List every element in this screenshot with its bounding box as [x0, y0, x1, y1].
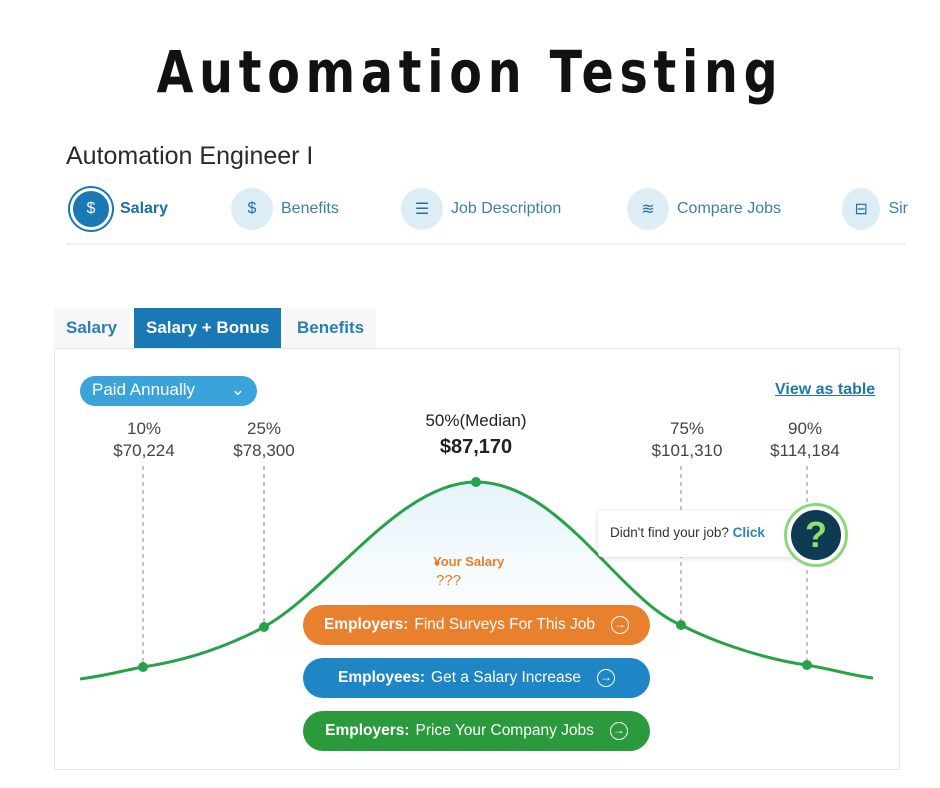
percentile-25: 25%$78,300 — [233, 419, 295, 460]
nav-label: Sir — [888, 200, 908, 217]
find-surveys-button[interactable]: Employers:Find Surveys For This Job→ — [303, 605, 650, 645]
click-link[interactable]: Click — [732, 525, 765, 540]
chevron-down-icon: ⌄ — [230, 380, 245, 399]
find-job-callout: Didn't find your job? Click — [598, 511, 798, 557]
percentile-50: 50%(Median)$87,170 — [425, 411, 527, 458]
nav-label: Job Description — [451, 200, 562, 217]
page-title: Automation Engineer I — [66, 142, 314, 170]
help-question-icon[interactable]: ? — [787, 506, 845, 564]
nav-label: Salary — [120, 200, 169, 217]
callout-text: Didn't find your job? — [610, 525, 729, 540]
tab-salary[interactable]: Salary — [54, 308, 130, 348]
layers-icon: ≋ — [627, 188, 669, 230]
your-salary-label: Your Salary — [433, 554, 505, 569]
banner-title: Automation Testing — [156, 38, 784, 106]
nav-salary[interactable]: $ Salary — [70, 188, 168, 230]
pay-period-value: Paid Annually — [92, 380, 196, 399]
nav-label: Benefits — [281, 200, 339, 217]
p10-point — [138, 662, 148, 672]
dollar-circle-icon: $ — [70, 188, 112, 230]
view-as-table-link[interactable]: View as table — [775, 381, 876, 398]
pay-period-select[interactable]: Paid Annually ⌄ — [80, 376, 257, 406]
percentile-10: 10%$70,224 — [113, 419, 175, 460]
divider — [66, 243, 906, 245]
tab-salary-bonus[interactable]: Salary + Bonus — [134, 308, 282, 348]
tab-benefits[interactable]: Benefits — [285, 308, 377, 348]
price-jobs-button[interactable]: Employers:Price Your Company Jobs→ — [303, 711, 650, 751]
percentile-90: 90%$114,184 — [770, 419, 840, 460]
document-icon: ☰ — [401, 188, 443, 230]
your-salary-value: ??? — [436, 572, 462, 589]
p50-point — [471, 477, 481, 487]
salary-increase-button[interactable]: Employees:Get a Salary Increase→ — [303, 658, 650, 698]
arrow-right-icon: → — [596, 669, 615, 687]
arrow-right-icon: → — [609, 722, 628, 740]
arrow-right-icon: → — [611, 616, 630, 634]
percentile-75: 75%$101,310 — [651, 419, 723, 460]
nav-label: Compare Jobs — [677, 200, 782, 217]
p90-point — [802, 660, 812, 670]
nav-benefits[interactable]: $ Benefits — [231, 188, 339, 230]
salary-chart-card — [54, 348, 900, 770]
p75-point — [676, 620, 686, 630]
nav-job-description[interactable]: ☰ Job Description — [401, 188, 561, 230]
nav-compare-jobs[interactable]: ≋ Compare Jobs — [627, 188, 781, 230]
your-salary-dot — [434, 560, 440, 566]
nav-similar[interactable]: ⊟ Sir — [842, 188, 908, 230]
wallet-icon: $ — [231, 188, 273, 230]
p25-point — [259, 622, 269, 632]
briefcase-icon: ⊟ — [842, 188, 881, 230]
